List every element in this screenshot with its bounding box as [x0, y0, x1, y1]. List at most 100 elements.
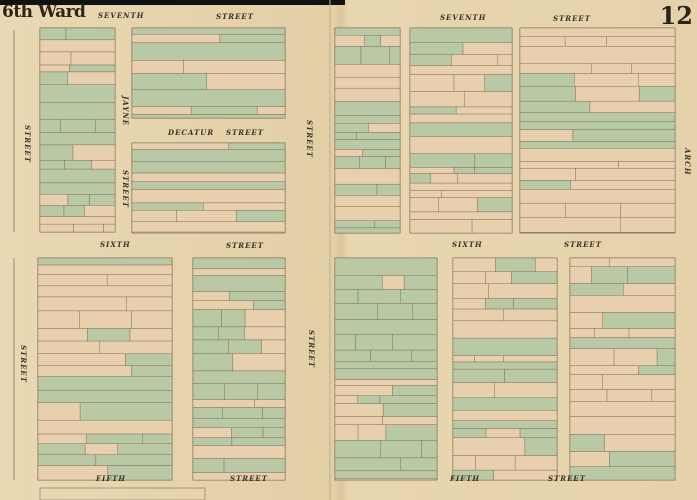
lot: [570, 180, 676, 190]
lot: [519, 202, 566, 218]
lot: [511, 271, 558, 284]
lot: [39, 64, 70, 73]
lot: [84, 205, 116, 217]
lot: [495, 257, 536, 272]
lot: [334, 206, 401, 221]
lot: [519, 141, 676, 149]
plate-number: 12: [659, 1, 693, 30]
lot: [519, 46, 676, 64]
lot: [131, 42, 286, 61]
lot: [334, 257, 438, 276]
lot: [254, 399, 286, 408]
lot: [452, 368, 505, 383]
lot: [334, 46, 362, 65]
lot: [39, 182, 116, 195]
lot: [569, 434, 605, 452]
lot: [452, 455, 476, 471]
lot: [192, 383, 225, 400]
lot: [224, 383, 258, 400]
lot: [192, 275, 286, 292]
lot: [67, 194, 90, 206]
street-label: STREET: [553, 14, 591, 23]
lot: [602, 312, 676, 329]
lot: [72, 144, 116, 161]
lot: [192, 309, 222, 328]
lot: [519, 148, 676, 162]
lot: [334, 334, 356, 351]
lot: [192, 370, 286, 384]
lot: [37, 296, 127, 312]
lot: [374, 220, 401, 229]
lot: [494, 382, 558, 398]
lot: [176, 210, 237, 222]
lot: [462, 42, 513, 55]
lot: [370, 349, 412, 362]
lot: [334, 395, 358, 404]
lot: [87, 328, 131, 342]
lot: [609, 451, 676, 467]
lot: [37, 454, 97, 466]
lot: [37, 264, 173, 275]
lot: [192, 407, 223, 419]
lot: [574, 73, 639, 87]
lot: [355, 334, 393, 351]
lot: [452, 382, 495, 398]
lot: [37, 274, 108, 287]
lot: [519, 428, 558, 438]
lot: [334, 303, 378, 320]
lot: [409, 167, 455, 174]
lot: [368, 123, 401, 133]
street-label: SEVENTH: [440, 13, 487, 22]
lot: [493, 469, 558, 481]
lot: [334, 195, 401, 207]
lot: [569, 295, 676, 313]
lot: [39, 205, 65, 217]
lot: [334, 416, 383, 425]
lot: [131, 106, 192, 115]
lot: [79, 402, 173, 421]
lot: [131, 73, 207, 91]
lot: [519, 27, 676, 37]
lot: [334, 27, 401, 36]
lot: [452, 271, 486, 284]
lot: [519, 63, 592, 74]
lot: [261, 339, 286, 354]
lot: [334, 183, 378, 196]
lot: [409, 136, 513, 154]
street-label: FIFTH: [96, 474, 127, 483]
lot: [131, 34, 221, 44]
lot: [334, 123, 369, 133]
lot: [357, 424, 387, 441]
lot: [131, 202, 204, 211]
lot: [334, 77, 401, 89]
lot: [192, 291, 230, 301]
street-label-vertical: ARCH: [683, 148, 692, 176]
lot: [334, 424, 359, 441]
lot: [569, 337, 676, 349]
lot: [223, 458, 286, 473]
lot: [39, 119, 61, 133]
lot: [656, 348, 676, 366]
lot: [334, 470, 438, 479]
lot: [37, 433, 87, 444]
lot: [99, 340, 173, 354]
lot: [519, 36, 566, 47]
lot: [452, 257, 496, 272]
lot: [192, 339, 229, 354]
street-label-vertical: JAYNE: [121, 96, 130, 127]
lot: [362, 149, 401, 157]
lot: [381, 275, 405, 290]
lot: [627, 266, 676, 284]
lot: [631, 63, 676, 74]
lot: [334, 101, 401, 116]
lot: [519, 129, 574, 142]
lot: [334, 349, 371, 362]
lot: [519, 86, 576, 102]
lot: [37, 257, 173, 266]
lot: [126, 296, 173, 312]
lot: [228, 142, 286, 150]
lot: [452, 437, 526, 456]
lot: [334, 115, 401, 124]
lot: [334, 361, 438, 369]
